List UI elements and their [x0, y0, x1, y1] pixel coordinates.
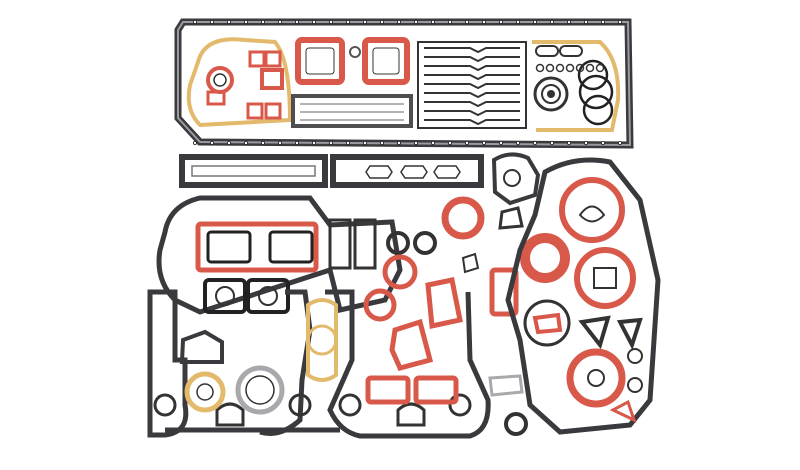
oil-pan-gasket	[174, 18, 634, 149]
bolt-hole	[447, 19, 452, 24]
bolt-hole	[192, 19, 197, 24]
bolt-hole	[516, 19, 521, 24]
bolt-hole	[277, 140, 282, 145]
bolt-hole	[294, 140, 299, 145]
bolt-hole	[311, 19, 316, 24]
small-o-ring	[555, 63, 565, 73]
bolt-hole	[345, 19, 350, 24]
manifold-stripe	[424, 56, 520, 63]
bolt-hole	[430, 140, 435, 145]
middle-red-gaskets	[363, 196, 570, 405]
bolt-hole	[464, 140, 469, 145]
bolt-hole	[550, 19, 555, 24]
small-gaskets-center	[461, 152, 541, 436]
manifold-stripe	[424, 119, 520, 126]
small-o-ring	[535, 63, 545, 73]
bolt-hole	[260, 19, 265, 24]
bolt-hole	[498, 140, 503, 145]
bolt-hole	[430, 19, 435, 24]
bolt-hole	[226, 19, 231, 24]
bolt-hole	[243, 19, 248, 24]
bolt-hole	[584, 19, 589, 24]
manifold-gasket-stack	[417, 41, 527, 129]
bolt-hole	[481, 19, 486, 24]
bolt-hole	[413, 140, 418, 145]
bolt-hole	[396, 140, 401, 145]
small-o-ring	[585, 63, 595, 73]
manifold-stripe	[424, 65, 520, 72]
o-ring-set	[532, 40, 621, 132]
bolt-hole	[413, 19, 418, 24]
small-gaskets-left	[179, 298, 338, 415]
right-cover-gasket	[505, 157, 661, 435]
strip-gaskets	[179, 154, 484, 188]
bolt-hole	[362, 19, 367, 24]
bolt-hole	[328, 140, 333, 145]
bolt-hole	[243, 140, 248, 145]
bolt-hole	[464, 19, 469, 24]
bolt-hole	[260, 140, 265, 145]
manifold-stripe	[424, 92, 520, 99]
small-o-ring	[565, 63, 575, 73]
manifold-stripe	[424, 47, 520, 54]
bolt-hole	[584, 140, 589, 145]
bolt-hole	[396, 19, 401, 24]
manifold-stripe	[424, 110, 520, 117]
bolt-hole	[379, 140, 384, 145]
bolt-hole	[277, 19, 282, 24]
bolt-hole	[294, 19, 299, 24]
bolt-hole	[533, 140, 538, 145]
bolt-hole	[209, 140, 214, 145]
front-cover-gasket	[156, 195, 403, 315]
bolt-hole	[345, 140, 350, 145]
bolt-hole	[498, 19, 503, 24]
bolt-hole	[533, 19, 538, 24]
bolt-hole	[567, 140, 572, 145]
bolt-hole	[481, 140, 486, 145]
small-o-ring	[545, 63, 555, 73]
bolt-hole	[226, 140, 231, 145]
timing-cover-gasket-tan	[186, 37, 293, 128]
manifold-stripe	[424, 101, 520, 108]
bolt-hole	[567, 19, 572, 24]
bolt-hole	[550, 140, 555, 145]
valve-cover-gaskets	[291, 37, 413, 128]
manifold-stripe	[424, 74, 520, 81]
bolt-hole	[618, 19, 623, 24]
bolt-hole	[516, 140, 521, 145]
bolt-hole	[601, 140, 606, 145]
small-o-ring	[575, 63, 585, 73]
bolt-hole	[601, 19, 606, 24]
bolt-hole	[328, 19, 333, 24]
bolt-hole	[192, 140, 197, 145]
bolt-hole	[618, 140, 623, 145]
bolt-hole	[209, 19, 214, 24]
small-o-ring	[595, 63, 605, 73]
bolt-hole	[362, 140, 367, 145]
manifold-stripe	[424, 83, 520, 90]
bolt-hole	[379, 19, 384, 24]
bolt-hole	[447, 140, 452, 145]
bolt-hole	[311, 140, 316, 145]
